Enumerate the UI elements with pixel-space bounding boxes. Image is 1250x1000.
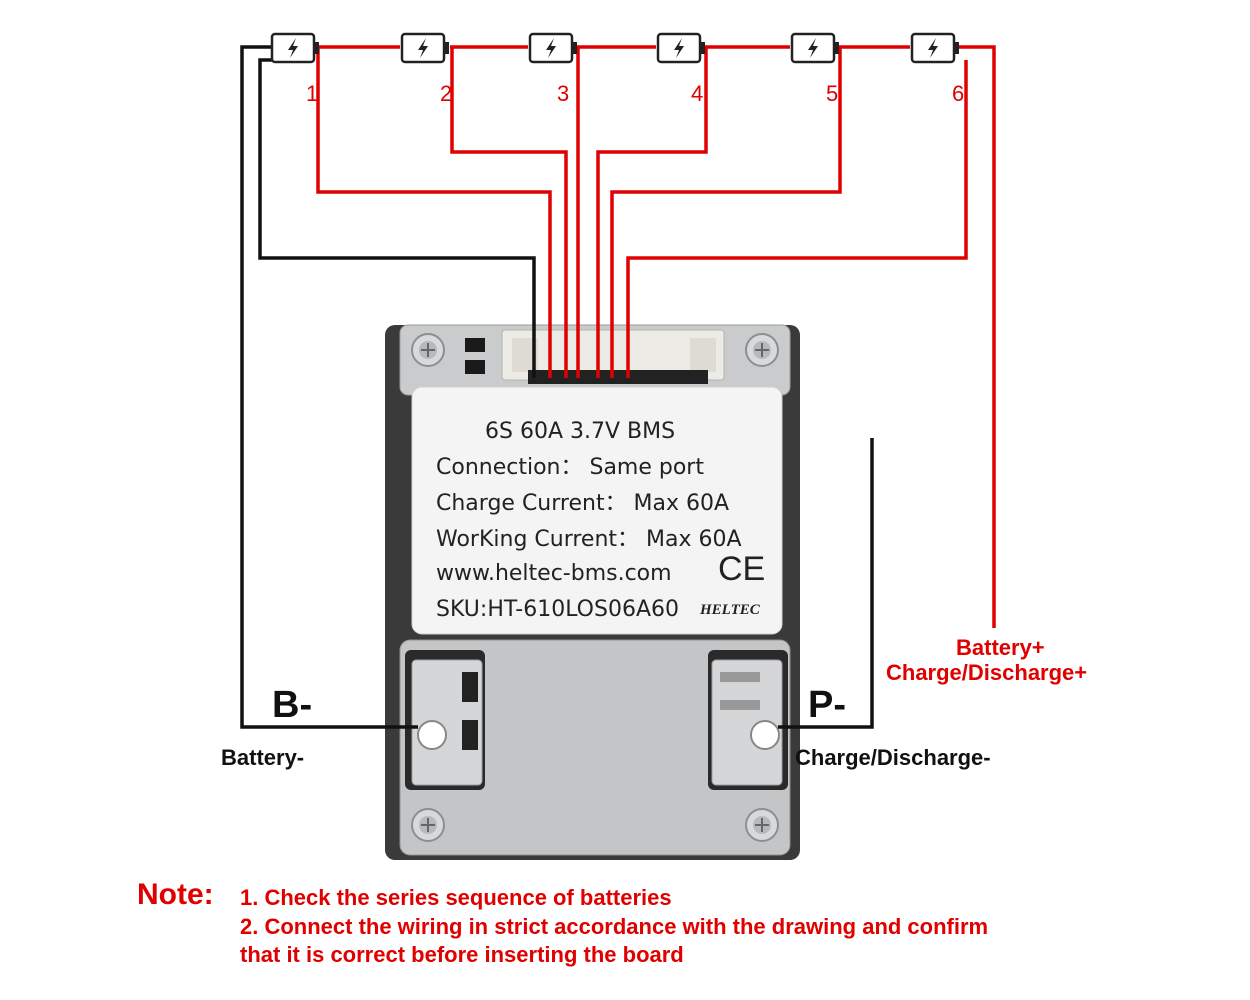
ce-mark-icon: CE	[718, 550, 765, 588]
lightning-bolt-icon	[546, 38, 556, 58]
cell-number: 1	[306, 81, 318, 106]
battery-plus-wire	[958, 45, 996, 628]
battery-plus-label: Battery+	[956, 635, 1045, 660]
lightning-bolt-icon	[418, 38, 428, 58]
board-website: www.heltec-bms.com	[436, 561, 672, 586]
note-line-3: that it is correct before inserting the …	[240, 942, 684, 967]
sense-wire-1	[316, 47, 552, 378]
note-line-1: 1. Check the series sequence of batterie…	[240, 885, 672, 910]
sense-wire-6	[626, 60, 968, 378]
board-bottom-plate	[399, 639, 791, 856]
lightning-bolt-icon	[808, 38, 818, 58]
cell-number: 5	[826, 81, 838, 106]
battery-cells: 1 2 3 4 5 6	[270, 32, 964, 106]
p-minus-terminal-hole	[750, 720, 780, 750]
board-connection: Connection： Same port	[436, 455, 704, 480]
cell-number: 2	[440, 81, 452, 106]
p-minus-wire	[778, 438, 874, 729]
battery-cell-icon	[656, 32, 705, 64]
battery-cell-icon	[400, 32, 449, 64]
board-brand: HELTEC	[699, 602, 761, 618]
board-charge-current: Charge Current： Max 60A	[436, 491, 729, 516]
battery-minus-label: Battery-	[221, 745, 304, 770]
board-label	[411, 386, 783, 635]
screw-icon	[411, 333, 445, 367]
b-minus-wire	[240, 45, 418, 729]
cell-number: 6	[952, 81, 964, 106]
battery-cell-icon	[790, 32, 839, 64]
sense-wire-5	[610, 47, 842, 378]
p-minus-label: P-	[808, 684, 846, 726]
cell-number: 4	[691, 81, 703, 106]
sense-wire-2	[450, 47, 568, 378]
screw-icon	[745, 333, 779, 367]
battery-cell-icon	[528, 32, 577, 64]
battery-cell-icon	[910, 32, 959, 64]
sense-wire-4	[596, 47, 708, 378]
screw-icon	[411, 808, 445, 842]
b-minus-terminal-hole	[417, 720, 447, 750]
note: Note: 1. Check the series sequence of ba…	[137, 878, 988, 967]
sense-wire-0	[258, 58, 536, 378]
b-minus-label: B-	[272, 684, 312, 726]
lightning-bolt-icon	[674, 38, 684, 58]
cell-number: 3	[557, 81, 569, 106]
board-working-current: WorKing Current： Max 60A	[436, 527, 742, 552]
lightning-bolt-icon	[928, 38, 938, 58]
charge-discharge-plus-label: Charge/Discharge+	[886, 660, 1087, 685]
note-head: Note:	[137, 878, 214, 911]
charge-discharge-minus-label: Charge/Discharge-	[795, 745, 991, 770]
board-sku: SKU:HT-610LOS06A60	[436, 597, 679, 622]
note-line-2: 2. Connect the wiring in strict accordan…	[240, 914, 988, 939]
bms-board: 6S 60A 3.7V BMS Connection： Same port Ch…	[385, 324, 800, 860]
balance-wires	[240, 45, 996, 729]
lightning-bolt-icon	[288, 38, 298, 58]
screw-icon	[745, 808, 779, 842]
battery-cell-icon	[270, 32, 319, 64]
board-title: 6S 60A 3.7V BMS	[485, 419, 675, 444]
